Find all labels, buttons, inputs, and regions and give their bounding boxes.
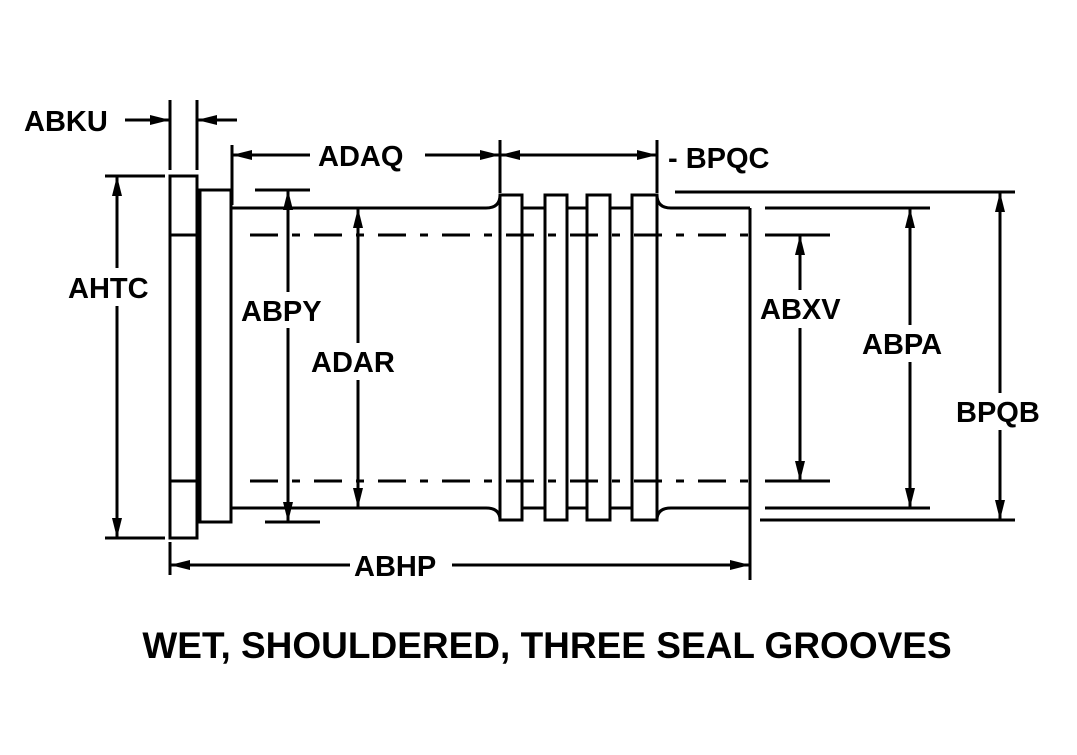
dim-label-bpqc: - BPQC xyxy=(668,143,770,175)
dim-label-abhp: ABHP xyxy=(354,551,436,583)
part-outline xyxy=(168,174,752,580)
body-top xyxy=(231,194,502,210)
seal-ring xyxy=(630,193,659,522)
dim-label-ahtc: AHTC xyxy=(68,273,149,305)
dim-label-adaq: ADAQ xyxy=(318,141,403,173)
tail-top xyxy=(655,194,750,210)
dim-label-adar: ADAR xyxy=(311,347,395,379)
dimension-lines xyxy=(112,115,1005,570)
dim-label-abku: ABKU xyxy=(24,106,108,138)
body-bottom xyxy=(231,506,502,521)
seal-ring xyxy=(543,193,569,522)
shoulder xyxy=(198,188,233,524)
dim-label-abpa: ABPA xyxy=(862,329,942,361)
seal-ring xyxy=(498,193,524,522)
flange-plate xyxy=(168,174,199,540)
dim-label-abpy: ABPY xyxy=(241,296,322,328)
tail-bottom xyxy=(655,506,750,521)
seal-ring xyxy=(585,193,612,522)
diagram-title: WET, SHOULDERED, THREE SEAL GROOVES xyxy=(142,625,951,666)
dim-label-bpqb: BPQB xyxy=(956,397,1040,429)
dim-label-abxv: ABXV xyxy=(760,294,841,326)
extension-lines xyxy=(105,100,1015,575)
